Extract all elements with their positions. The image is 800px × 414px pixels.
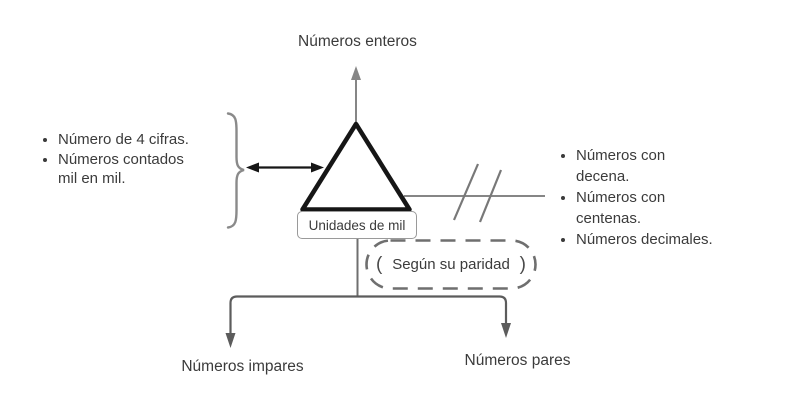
- up-arrow: [351, 66, 361, 122]
- parity-dashed-outline: [365, 239, 537, 290]
- center-box: Unidades de mil: [297, 211, 417, 239]
- bottom-left-label: Números impares: [181, 358, 304, 375]
- note-item: Números con decena.: [576, 145, 751, 187]
- double-headed-arrow: [246, 162, 324, 173]
- right-notes-list: Números con decena. Números con centenas…: [558, 145, 751, 250]
- triangle-shape: [300, 121, 412, 212]
- down-arrowhead-left-icon: [225, 333, 236, 348]
- break-slashes-icon: [452, 163, 503, 223]
- up-arrowhead-icon: [351, 66, 361, 80]
- bottom-connector: [225, 295, 511, 348]
- close-paren: ): [519, 253, 526, 275]
- left-notes-list: Número de 4 cifras. Números contados mil…: [40, 130, 218, 189]
- down-arrowhead-right-icon: [501, 323, 511, 338]
- note-item: Números decimales.: [576, 229, 751, 250]
- open-paren: (: [376, 253, 383, 275]
- center-box-label: Unidades de mil: [308, 217, 406, 233]
- parity-label: Según su paridad: [392, 256, 510, 273]
- note-item: Números con centenas.: [576, 187, 751, 229]
- note-item: Número de 4 cifras.: [58, 130, 218, 150]
- parity-stadium-label: ( Según su paridad ): [366, 240, 536, 289]
- note-item: Números contados mil en mil.: [58, 150, 218, 189]
- curly-brace: [226, 112, 245, 229]
- bottom-right-label: Números pares: [464, 352, 571, 369]
- top-label: Números enteros: [298, 33, 417, 50]
